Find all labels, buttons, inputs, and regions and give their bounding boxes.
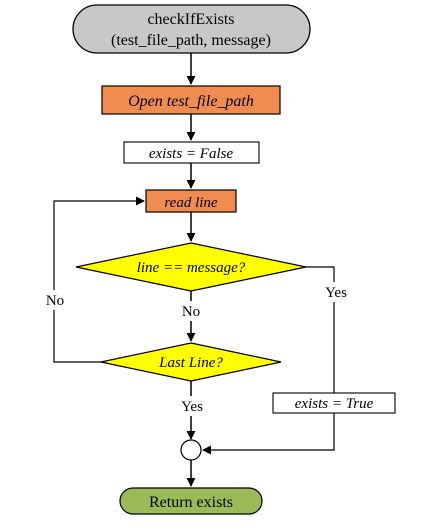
start-line2: (test_file_path, message) (111, 32, 271, 49)
read-line-step: read line (145, 189, 237, 213)
init-exists-label: exists = False (149, 146, 234, 162)
start-terminator: checkIfExists (test_file_path, message) (72, 4, 311, 54)
arrow-match-yes (202, 266, 335, 455)
no-mid-label: No (182, 304, 200, 320)
merge-connector (180, 439, 202, 461)
no-mid-bg (176, 301, 206, 321)
no-left-bg (39, 290, 71, 310)
yes-bottom-bg (175, 396, 209, 416)
end-label: Return exists (149, 494, 233, 511)
yes-right-label: Yes (325, 285, 347, 301)
set-exists-true-step: exists = True (272, 392, 396, 414)
decision-match-label: line == message? (137, 260, 246, 276)
init-exists-step: exists = False (123, 141, 260, 164)
read-line-label: read line (164, 195, 218, 211)
end-terminator: Return exists (119, 487, 263, 515)
decision-last-line: Last Line? (100, 342, 282, 382)
open-file-step: Open test_file_path (101, 85, 281, 115)
set-exists-true-label: exists = True (295, 396, 374, 412)
decision-match: line == message? (75, 242, 307, 292)
no-left-label: No (46, 293, 64, 309)
yes-bottom-label: Yes (181, 399, 203, 415)
arrow-last-no-loop (53, 196, 145, 363)
open-file-label: Open test_file_path (128, 93, 254, 110)
yes-right-bg (320, 282, 352, 302)
decision-last-line-label: Last Line? (158, 355, 223, 371)
start-line1: checkIfExists (147, 11, 234, 28)
